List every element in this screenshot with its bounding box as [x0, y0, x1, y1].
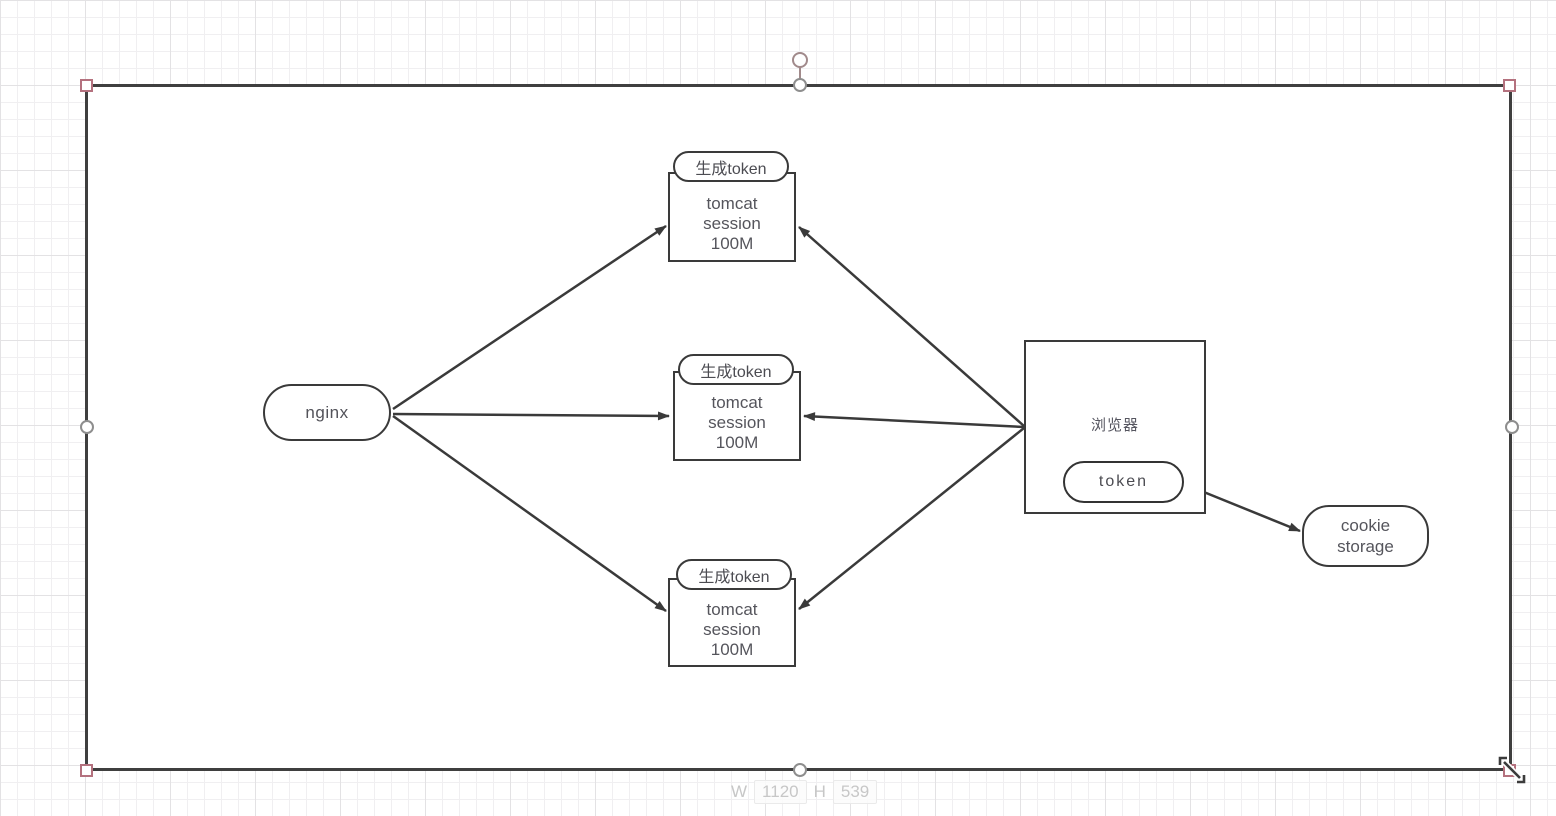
tomcat-line: tomcat	[706, 194, 758, 213]
resize-handle-w[interactable]	[80, 420, 94, 434]
resize-handle-sw[interactable]	[80, 764, 93, 777]
node-token[interactable]: token	[1063, 461, 1184, 503]
tag-generate-token-2[interactable]: 生成token	[678, 354, 794, 385]
browser-label: 浏览器	[1090, 417, 1139, 434]
tag-generate-token-3[interactable]: 生成token	[676, 559, 792, 590]
connector-browser-to-tomcat-2[interactable]	[803, 412, 1025, 429]
size-width-value: 1120	[754, 780, 807, 804]
resize-cursor-icon	[1498, 756, 1526, 784]
resize-handle-n[interactable]	[793, 78, 807, 92]
tomcat-line: 100M	[710, 639, 754, 659]
connector-nginx-to-tomcat-3[interactable]	[392, 414, 667, 613]
rotation-handle[interactable]	[792, 52, 808, 68]
cookie-storage-line: cookie	[1340, 516, 1391, 535]
node-cookie-storage[interactable]: cookie storage	[1302, 505, 1429, 567]
size-width-label: W	[731, 782, 748, 801]
resize-handle-e[interactable]	[1505, 420, 1519, 434]
token-label: token	[1098, 473, 1149, 490]
connector-browser-to-tomcat-1[interactable]	[798, 226, 1025, 427]
tomcat-line: session	[703, 619, 761, 639]
cookie-storage-line: storage	[1337, 537, 1394, 556]
connector-nginx-to-tomcat-2[interactable]	[392, 411, 670, 421]
rotation-handle-stem	[799, 67, 801, 85]
tag-label: 生成token	[698, 568, 770, 586]
node-tomcat-1[interactable]: tomcat session 100M	[668, 172, 796, 262]
tomcat-line: session	[708, 413, 766, 432]
connector-nginx-to-tomcat-1[interactable]	[392, 224, 667, 411]
tomcat-line: 100M	[715, 433, 759, 452]
size-height-value: 539	[832, 780, 878, 804]
resize-handle-nw[interactable]	[80, 79, 93, 92]
node-browser[interactable]: 浏览器 token	[1024, 340, 1206, 514]
tomcat-line: tomcat	[711, 393, 763, 412]
resize-handle-ne[interactable]	[1503, 79, 1516, 92]
tomcat-line: 100M	[710, 234, 754, 253]
nginx-label: nginx	[305, 402, 349, 422]
tag-generate-token-1[interactable]: 生成token	[673, 151, 789, 182]
tag-label: 生成token	[700, 363, 772, 381]
node-nginx[interactable]: nginx	[263, 384, 391, 441]
node-tomcat-2[interactable]: tomcat session 100M	[673, 371, 801, 461]
connector-browser-to-tomcat-3[interactable]	[798, 427, 1025, 610]
tomcat-line: session	[703, 214, 761, 233]
resize-handle-s[interactable]	[793, 763, 807, 777]
tag-label: 生成token	[695, 160, 767, 178]
tomcat-line: tomcat	[706, 599, 758, 619]
node-tomcat-3[interactable]: tomcat session 100M	[668, 578, 796, 667]
size-height-label: H	[813, 782, 826, 801]
size-indicator: W 1120 H 539	[731, 780, 878, 804]
